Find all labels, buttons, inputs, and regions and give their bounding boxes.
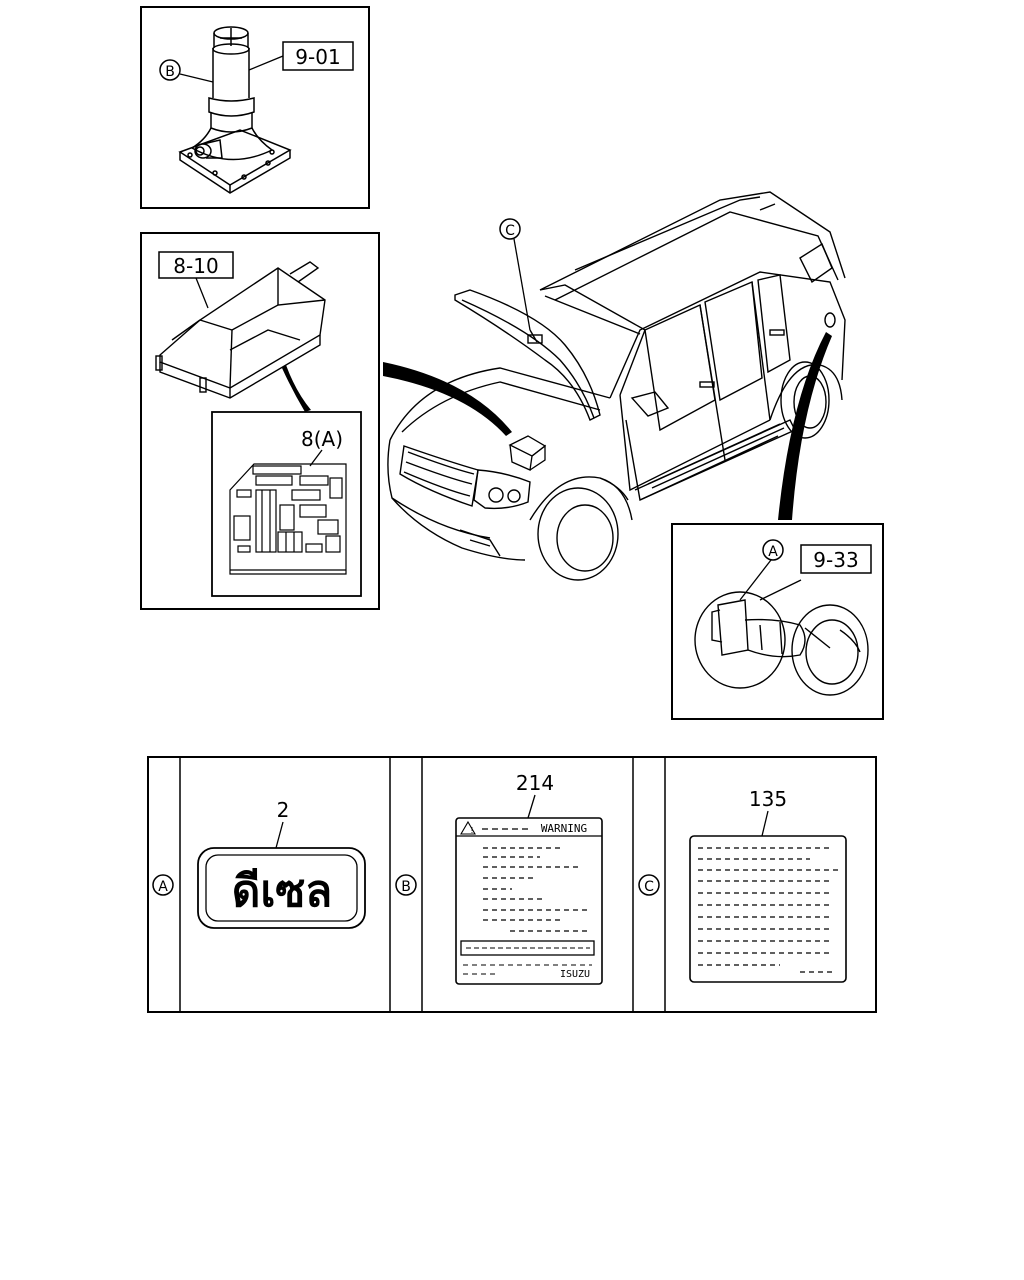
diesel-label-sticker: ดีเซล [197,847,366,929]
fusebox-label-inset: 8(A) [211,411,362,597]
warning-label-brand: ISUZU [560,969,590,980]
fuel-callout-9-33: 9-33 [759,544,872,601]
svg-text:9-33: 9-33 [813,548,858,572]
fusebox-cover-illustration [155,261,326,399]
warning-label-text-lines [483,847,588,932]
fusebox-panel: 8-10 8(A) [140,232,380,610]
svg-text:C: C [505,223,515,239]
svg-text:B: B [401,879,411,895]
fusebox-callout-8-10: 8-10 [158,251,234,309]
svg-text:8(A): 8(A) [301,427,343,451]
fusebox-location-arrow [383,362,512,436]
info-label-sticker [689,835,847,983]
warning-triangle-icon [460,820,476,835]
svg-text:!: ! [470,826,473,835]
fuel-door-illustration [694,591,869,696]
warning-label-header: WARNING [541,822,587,835]
svg-text:8-10: 8-10 [173,254,218,278]
label-cell-a-part-number: 2 [277,798,290,822]
vehicle-illustration [387,191,846,581]
label-cell-c-marker: C [638,874,660,896]
label-cell-c: C 135 [638,787,847,983]
jack-callout-9-01: 9-01 [248,41,354,71]
info-label-text-lines [698,847,838,973]
fusebox-label-sticker [229,463,347,575]
svg-text:A: A [768,544,778,560]
fusebox-pointer-arrow [282,365,311,412]
label-cell-b-marker: B [395,874,417,896]
svg-text:9-01: 9-01 [295,45,340,69]
label-cell-a: A 2 ดีเซล [152,798,366,929]
fuel-panel: 9-33 A [671,523,884,720]
label-cell-b: B 214 ! WARNING [395,771,603,985]
label-cell-b-part-number: 214 [516,771,554,795]
diesel-label-text: ดีเซล [232,866,332,917]
jack-marker-b: B [159,59,214,83]
jack-illustration [178,26,292,194]
svg-text:A: A [158,879,168,895]
svg-text:B: B [165,64,175,80]
labels-table: A 2 ดีเซล B 214 ! WAR [147,756,877,1013]
engine-fusebox-icon [508,435,547,471]
warning-label-sticker: ! WARNING ISUZU [455,817,603,985]
label-cell-c-part-number: 135 [749,787,787,811]
hood-marker-c: C [499,218,531,331]
label-cell-a-marker: A [152,874,174,896]
svg-text:C: C [644,879,654,895]
fuel-location-arrow [778,332,832,520]
jack-panel: B 9-01 [140,6,370,209]
fuel-marker-a: A [739,539,784,601]
